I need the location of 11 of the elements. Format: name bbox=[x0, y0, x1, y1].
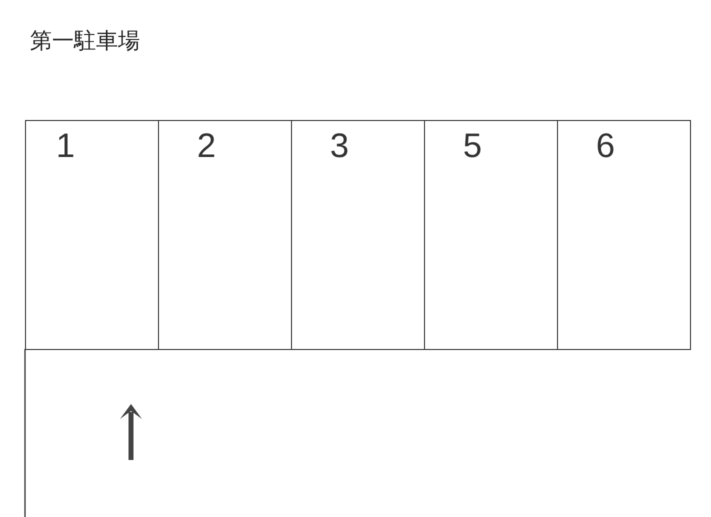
space-number: 2 bbox=[197, 129, 216, 163]
parking-space bbox=[424, 120, 558, 350]
parking-space bbox=[25, 120, 159, 350]
parking-space bbox=[557, 120, 691, 350]
space-number: 5 bbox=[463, 129, 482, 163]
space-number: 3 bbox=[330, 129, 349, 163]
space-number: 1 bbox=[56, 129, 75, 163]
parking-space bbox=[291, 120, 425, 350]
space-number: 6 bbox=[596, 129, 615, 163]
title: 第一駐車場 bbox=[30, 28, 140, 56]
parking-space bbox=[158, 120, 292, 350]
